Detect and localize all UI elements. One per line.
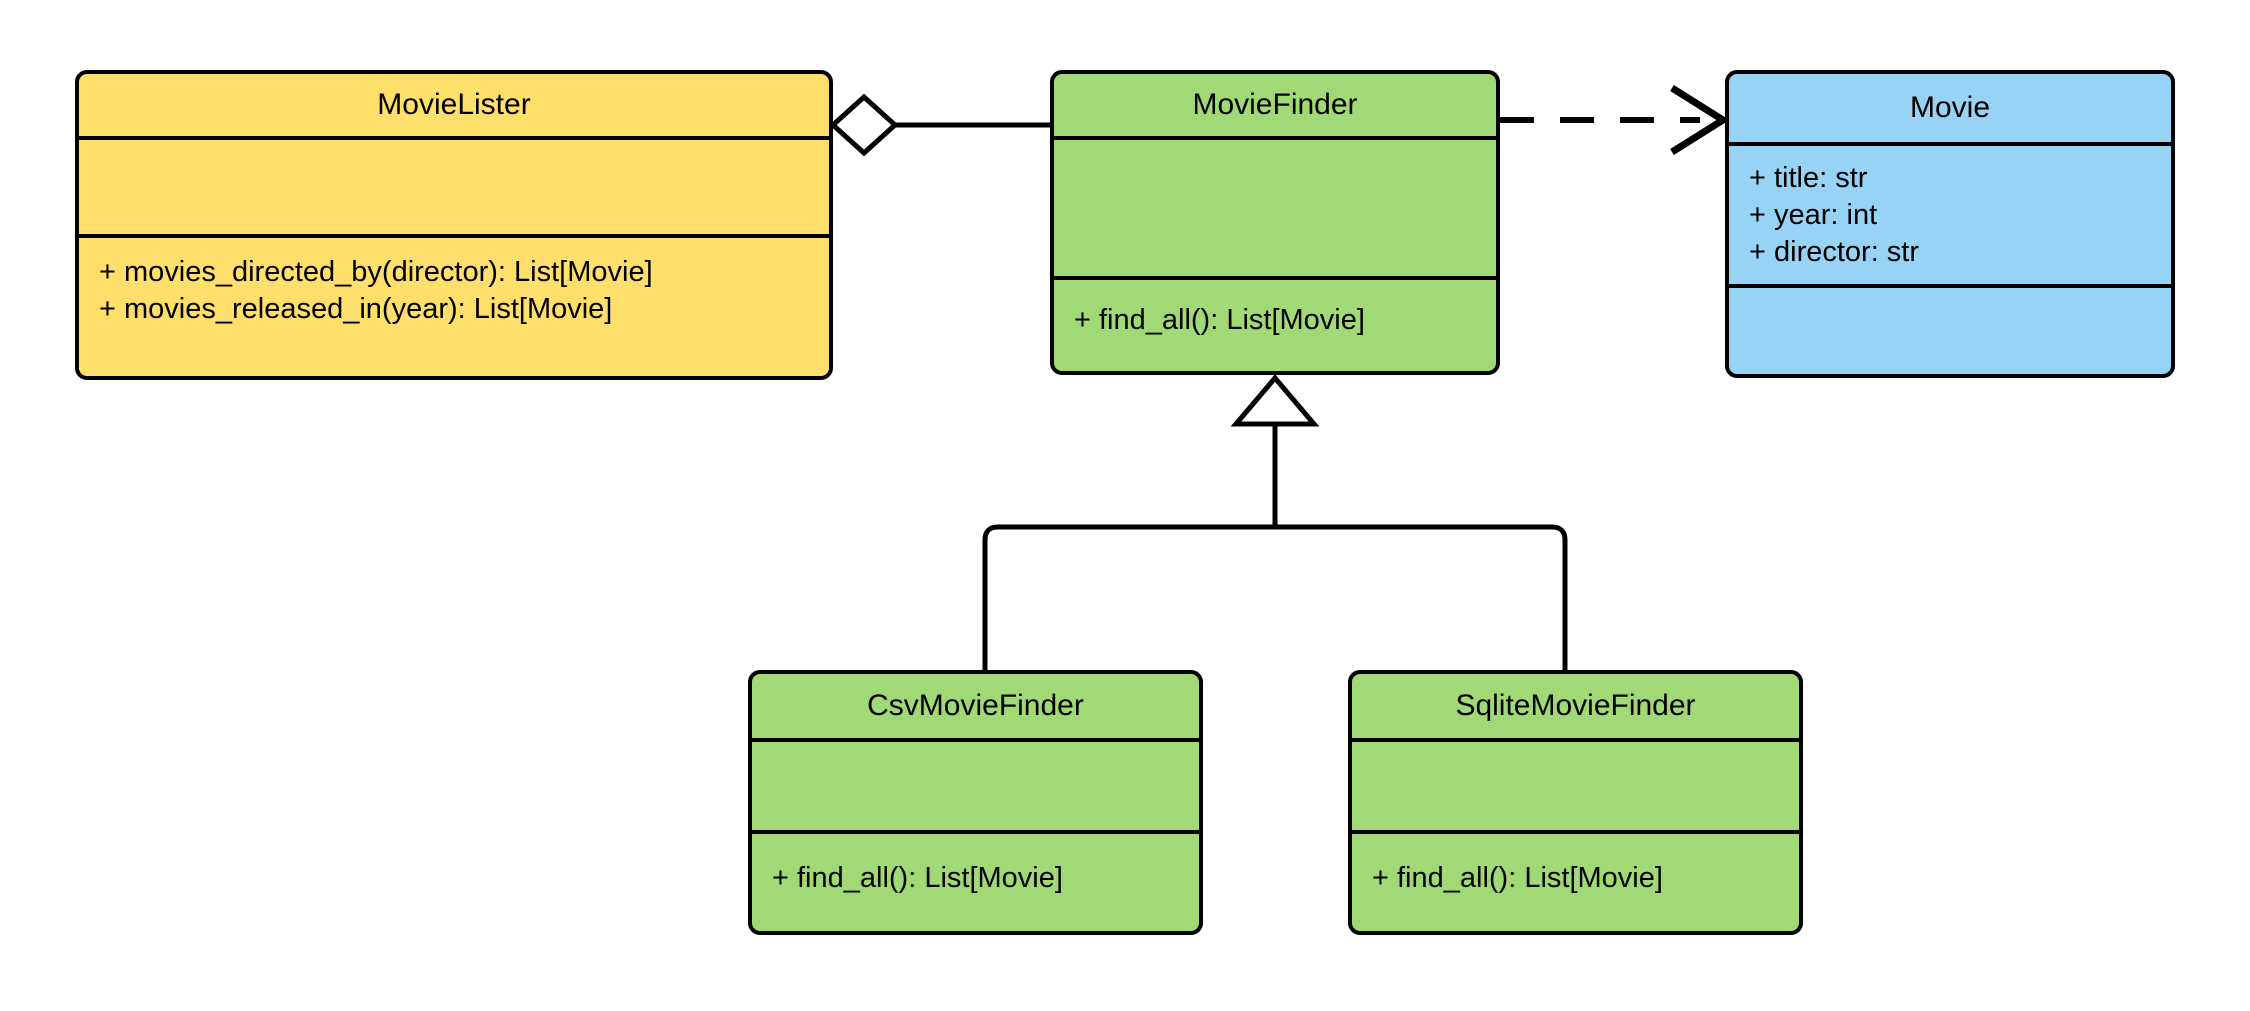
generalization-edge-subclasses-moviefinder[interactable] [982,374,1568,670]
class-attributes-movielister [79,140,829,238]
class-box-sqlitemoviefinder[interactable]: SqliteMovieFinder + find_all(): List[Mov… [1348,670,1803,935]
dependency-edge-moviefinder-movie[interactable] [1500,85,1730,155]
attribute-item: + title: str [1749,162,1868,194]
attribute-item: + year: int [1749,199,1878,232]
class-attributes-moviefinder [1054,140,1496,280]
class-methods-sqlitemoviefinder: + find_all(): List[Movie] [1352,834,1799,931]
open-arrow-marker [1670,85,1730,155]
class-name-movie: Movie [1729,74,2171,146]
class-attributes-movie: + title: str + year: int + director: str [1729,146,2171,288]
class-methods-movie [1729,288,2171,374]
class-methods-movielister: + movies_directed_by(director): List[Mov… [79,238,829,376]
class-attributes-sqlitemoviefinder [1352,742,1799,834]
hollow-diamond-marker [829,93,899,157]
method-item: + find_all(): List[Movie] [1372,862,1663,894]
class-name-moviefinder: MovieFinder [1054,74,1496,140]
attribute-item: + director: str [1749,236,1920,269]
class-box-movielister[interactable]: MovieLister + movies_directed_by(directo… [75,70,833,380]
aggregation-edge-movielister-moviefinder[interactable] [829,93,1050,157]
class-name-sqlitemoviefinder: SqliteMovieFinder [1352,674,1799,742]
class-box-moviefinder[interactable]: MovieFinder + find_all(): List[Movie] [1050,70,1500,375]
class-methods-moviefinder: + find_all(): List[Movie] [1054,280,1496,371]
class-name-movielister: MovieLister [79,74,829,140]
generalization-branch-bus [982,524,1568,670]
class-attributes-csvmoviefinder [752,742,1199,834]
method-item: + find_all(): List[Movie] [1074,304,1365,336]
method-item: + movies_released_in(year): List[Movie] [99,293,613,326]
hollow-triangle-marker [1230,374,1320,427]
method-item: + find_all(): List[Movie] [772,862,1063,894]
class-box-csvmoviefinder[interactable]: CsvMovieFinder + find_all(): List[Movie] [748,670,1203,935]
method-item: + movies_directed_by(director): List[Mov… [99,256,653,288]
class-methods-csvmoviefinder: + find_all(): List[Movie] [752,834,1199,931]
class-box-movie[interactable]: Movie + title: str + year: int + directo… [1725,70,2175,378]
class-name-csvmoviefinder: CsvMovieFinder [752,674,1199,742]
